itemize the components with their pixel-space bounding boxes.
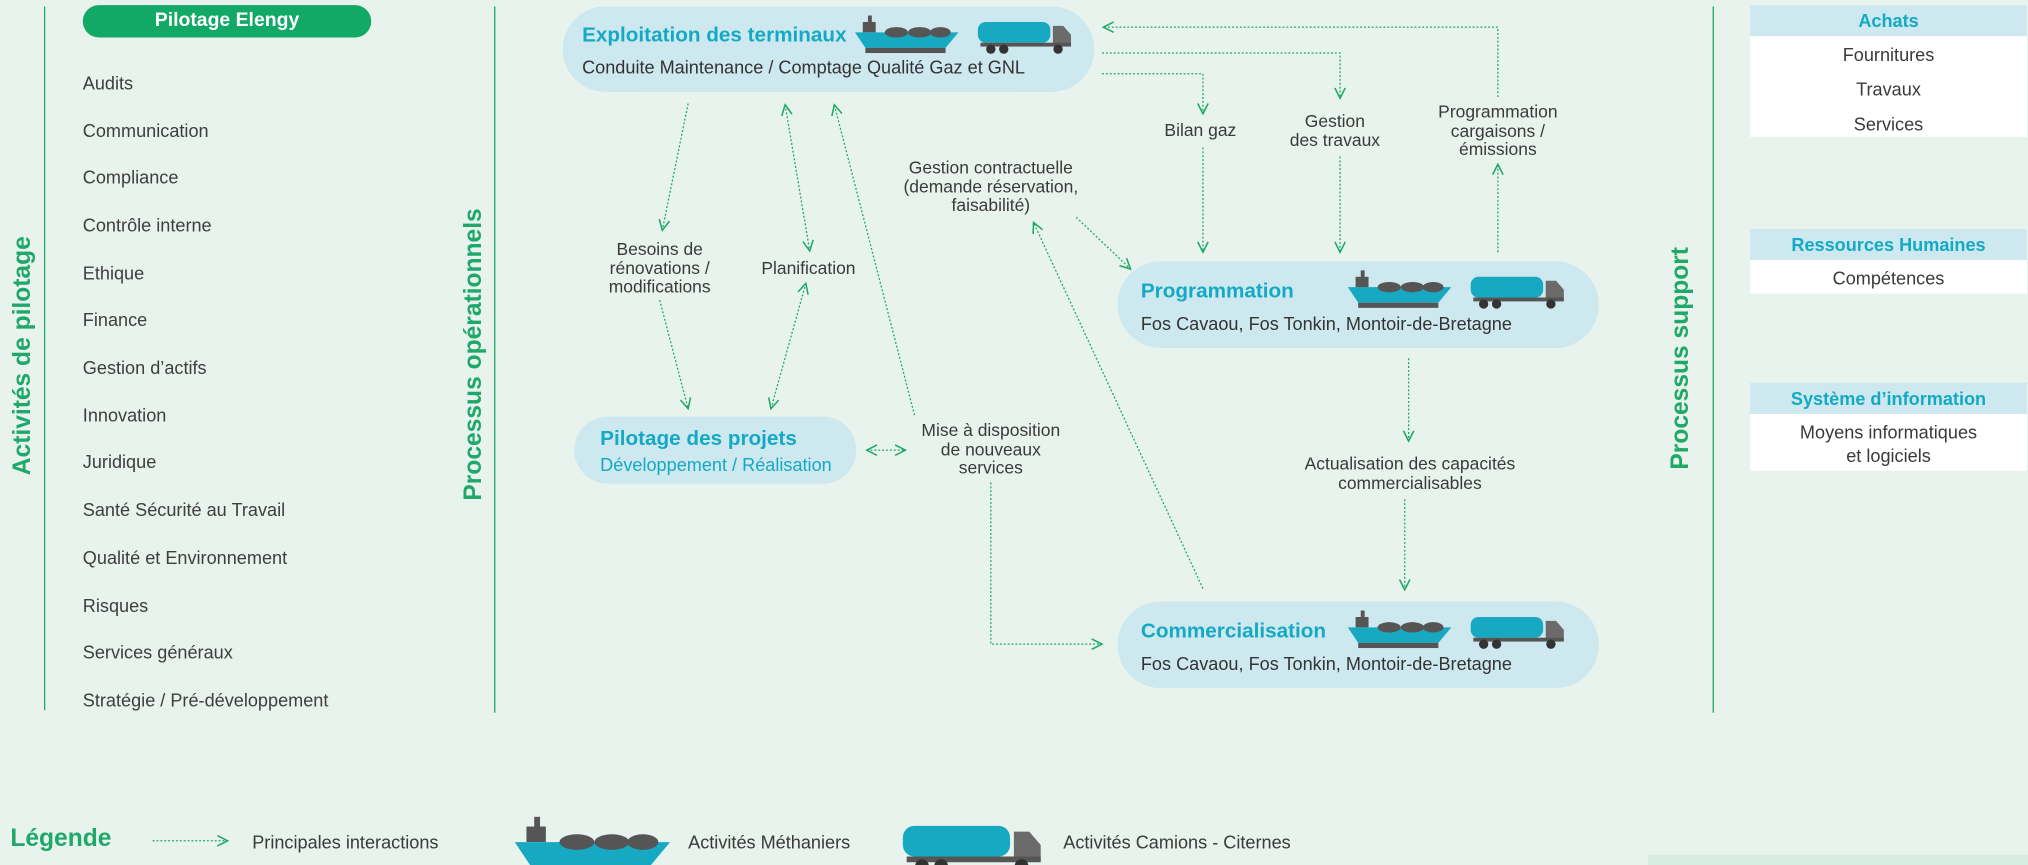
pilotage-elengy-header: Pilotage Elengy [82,5,372,38]
pilot-item-gestion-actifs: Gestion d’actifs [82,357,207,378]
lng-ship-icon [1347,610,1452,649]
process-pilotage-projets: Pilotage des projets Développement / Réa… [574,416,857,484]
legend-ship-icon [514,816,671,865]
support-si-body: Moyens informatiques et logiciels [1750,413,2027,471]
support-rh-header: Ressources Humaines [1750,228,2027,260]
pilot-item-audits: Audits [82,72,134,94]
arrow-mise-exploitation [834,105,916,416]
pilot-item-juridique: Juridique [82,451,157,473]
support-achats-item: Travaux [1856,78,1921,100]
arrow-cargaisons-exploitation [1103,27,1499,98]
pilot-item-controle-interne: Contrôle interne [82,214,212,236]
process-pilotage-projets-subtitle: Développement / Réalisation [600,454,832,475]
left-divider [43,6,46,711]
support-achats-item: Services [1853,113,1924,135]
support-achats-item: Fournitures [1842,43,1935,65]
support-achats-header: Achats [1750,5,2027,37]
arrow-gestion-programmation [1075,216,1130,269]
pilot-item-finance: Finance [82,309,148,330]
pilot-item-sante-securite: Santé Sécurité au Travail [82,499,286,520]
support-rh-body: Compétences [1750,259,2027,294]
middle-right-divider [1712,6,1714,713]
legend-title: Légende [10,825,112,853]
arrow-besoins-pilotage [659,299,688,409]
process-pilotage-projets-title: Pilotage des projets [600,428,797,451]
label-planification: Planification [761,258,856,279]
arrow-commercialisation-gestion [1034,222,1204,589]
process-programmation-subtitle: Fos Cavaou, Fos Tonkin, Montoir-de-Breta… [1140,313,1512,334]
process-programmation-title: Programmation [1140,280,1294,303]
pilot-item-services-generaux: Services généraux [82,641,233,663]
arrow-exploitation-travaux [1102,52,1340,98]
arrow-mise-commercialisation [990,482,1102,644]
tanker-truck-icon [977,21,1072,54]
legend-truck-icon [902,825,1041,865]
support-si-item: et logiciels [1846,444,1931,466]
pilot-item-communication: Communication [82,120,209,141]
support-rh-item: Compétences [1832,267,1945,289]
legend-methaniers-label: Activités Méthaniers [688,831,851,853]
pilot-item-strategie: Stratégie / Pré-développement [82,689,329,711]
process-exploitation-subtitle: Conduite Maintenance / Comptage Qualité … [582,56,1025,78]
process-commercialisation-title: Commercialisation [1140,620,1327,643]
pilot-item-qualite-environnement: Qualité et Environnement [82,547,288,568]
footer-strip [1647,855,2028,865]
pilot-item-compliance: Compliance [82,166,179,188]
pilot-item-risques: Risques [82,595,149,616]
support-achats-body: Fournitures Travaux Services [1750,36,2027,138]
lng-ship-icon [855,15,959,54]
pilot-item-innovation: Innovation [82,404,167,426]
middle-left-divider [494,6,496,713]
support-si-item: Moyens informatiques [1799,421,1978,443]
pilot-item-ethique: Ethique [82,262,145,284]
legend-camions-label: Activités Camions - Citernes [1063,831,1291,853]
lng-ship-icon [1347,270,1452,308]
tanker-truck-icon [1470,616,1564,649]
arrow-exploitation-besoins [662,103,689,230]
label-gestion-contractuelle: Gestion contractuelle(demande réservatio… [903,157,1079,215]
process-exploitation-title: Exploitation des terminaux [582,24,847,47]
process-commercialisation-subtitle: Fos Cavaou, Fos Tonkin, Montoir-de-Breta… [1140,653,1512,674]
label-bilan-gaz: Bilan gaz [1164,120,1237,140]
legend-interactions-label: Principales interactions [252,831,439,853]
tanker-truck-icon [1470,276,1564,309]
support-si-header: Système d’information [1750,382,2027,414]
arrow-planification-pilotage [771,283,806,408]
arrow-exploitation-planification [785,105,810,251]
arrow-exploitation-bilan [1102,73,1203,114]
